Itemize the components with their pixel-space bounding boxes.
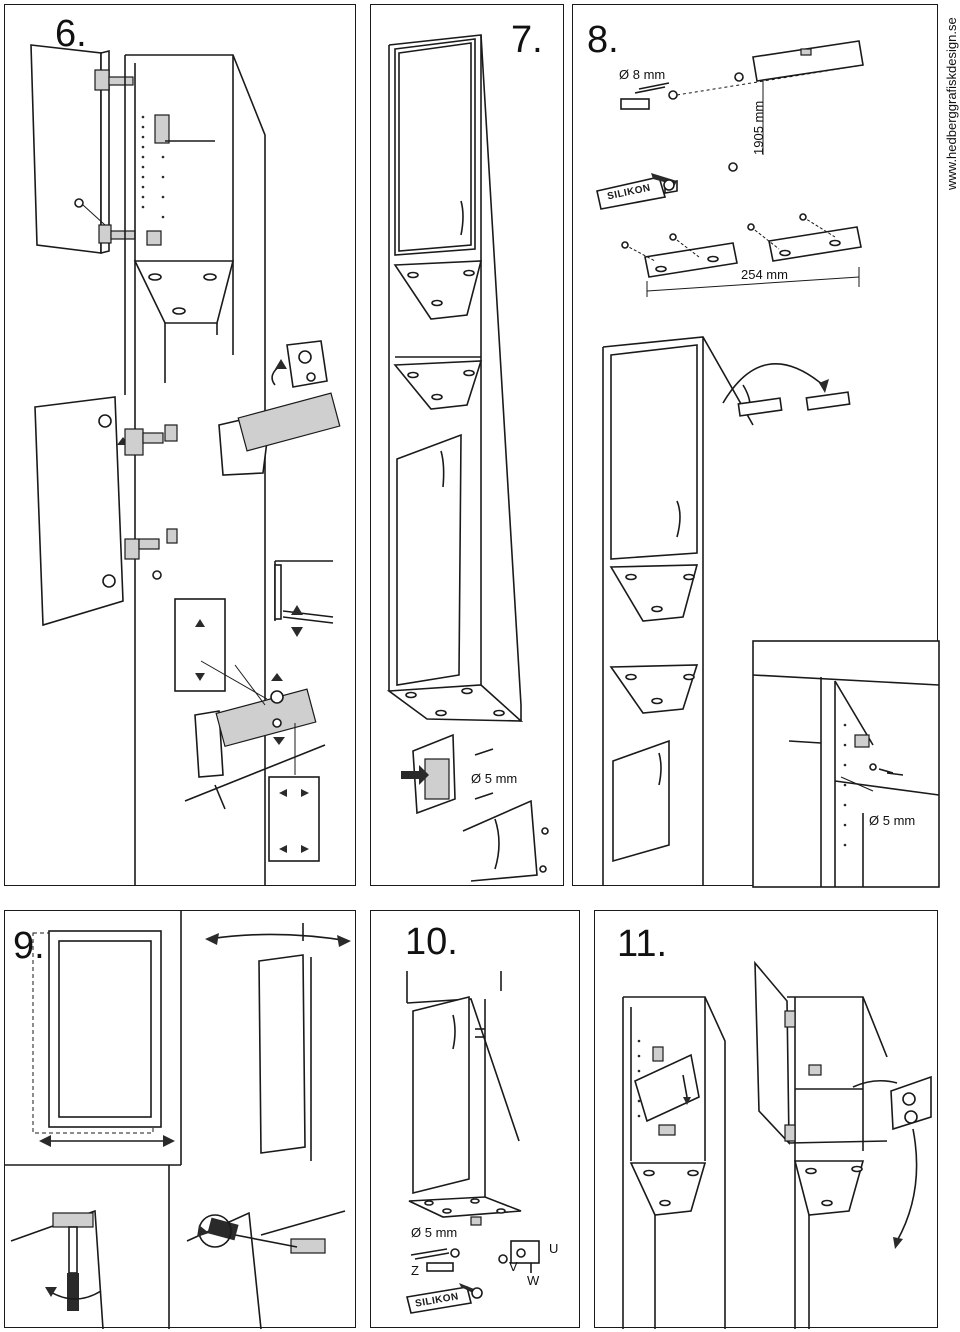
step-10-illustration xyxy=(406,971,540,1314)
drill-detail-label: Ø 5 mm xyxy=(869,813,916,828)
step-number: 10. xyxy=(405,921,458,963)
step-number: 7. xyxy=(511,19,543,61)
step-7-panel: 7. Ø 5 mm xyxy=(370,4,564,886)
step-7-illustration xyxy=(386,34,549,882)
step-number: 6. xyxy=(55,13,87,55)
height-label: 1905 mm xyxy=(751,100,766,155)
website-text: www.hedberggrafiskdesign.se xyxy=(944,17,959,190)
drill-label: Ø 5 mm xyxy=(471,771,518,786)
step-number: 11. xyxy=(617,923,668,965)
step-number: 9. xyxy=(13,925,45,967)
drill-label: Ø 5 mm xyxy=(411,1225,458,1240)
step-6-panel: 6. xyxy=(4,4,356,886)
step-10-panel: 10. Ø 5 mm Z V W U SILIKON xyxy=(370,910,580,1328)
step-8-illustration xyxy=(596,40,940,888)
step-number: 8. xyxy=(587,19,619,61)
step-8-panel: 8. Ø 8 mm xyxy=(572,4,940,888)
step-6-illustration xyxy=(30,44,341,885)
step-11-illustration xyxy=(622,960,932,1329)
step-9-illustration xyxy=(5,911,351,1330)
spacing-label: 254 mm xyxy=(741,267,788,282)
part-w-label: W xyxy=(527,1273,540,1288)
part-v-label: V xyxy=(509,1259,518,1274)
part-z-label: Z xyxy=(411,1263,419,1278)
drill-diameter-label: Ø 8 mm xyxy=(619,67,666,82)
part-u-label: U xyxy=(549,1241,559,1256)
step-9-panel: 9. xyxy=(4,910,356,1330)
step-11-panel: 11. xyxy=(594,910,938,1329)
